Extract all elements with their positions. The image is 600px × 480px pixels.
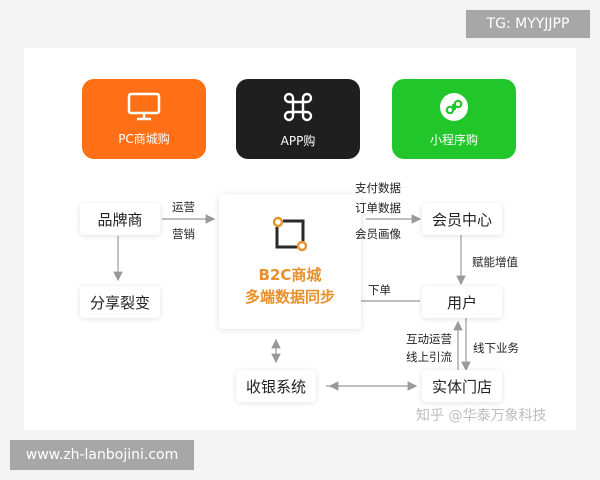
edge-label-offline-business: 线下业务: [473, 341, 519, 355]
node-member-center: 会员中心: [422, 203, 502, 235]
b2c-logo-icon: [272, 216, 308, 252]
node-pos: 收银系统: [236, 370, 316, 402]
edge-label-interactive-ops: 互动运营: [406, 332, 452, 346]
node-user: 用户: [422, 286, 502, 318]
edge-label-online-traffic: 线上引流: [406, 350, 452, 364]
edge-label-marketing: 营销: [172, 227, 195, 241]
edge-label-empower: 赋能增值: [472, 255, 518, 269]
center-title-line1: B2C商城: [258, 266, 322, 284]
app-label: APP购: [280, 133, 316, 148]
edge-label-payment-data: 支付数据: [355, 181, 401, 195]
command-key-icon: [283, 92, 313, 121]
node-user-label: 用户: [446, 293, 477, 312]
monitor-icon: [127, 92, 161, 120]
watermark-top: TG: MYYJJPP: [466, 10, 590, 38]
app-tile: APP购: [236, 79, 360, 159]
node-member-center-label: 会员中心: [431, 210, 492, 229]
node-store-label: 实体门店: [431, 377, 492, 396]
pc-mall-label: PC商城购: [118, 131, 170, 146]
edge-label-place-order: 下单: [368, 283, 391, 297]
edge-label-member-profile: 会员画像: [355, 227, 401, 241]
node-b2c-center: B2C商城 多端数据同步: [219, 194, 361, 329]
node-share: 分享裂变: [80, 286, 160, 318]
edge-label-ops: 运营: [172, 200, 195, 214]
node-store: 实体门店: [422, 370, 502, 402]
mini-program-icon: [440, 92, 468, 121]
node-brand-label: 品牌商: [97, 210, 143, 229]
mini-program-label: 小程序购: [429, 132, 478, 147]
mini-program-tile: 小程序购: [392, 79, 516, 159]
watermark-zhihu: 知乎 @华泰万象科技: [416, 408, 547, 424]
watermark-bottom: www.zh-lanbojini.com: [10, 440, 194, 470]
edge-label-order-data: 订单数据: [355, 201, 401, 215]
node-share-label: 分享裂变: [89, 293, 150, 312]
node-brand: 品牌商: [80, 203, 160, 235]
pc-mall-tile: PC商城购: [82, 79, 206, 159]
center-title-line2: 多端数据同步: [244, 288, 335, 306]
node-pos-label: 收银系统: [245, 377, 306, 396]
